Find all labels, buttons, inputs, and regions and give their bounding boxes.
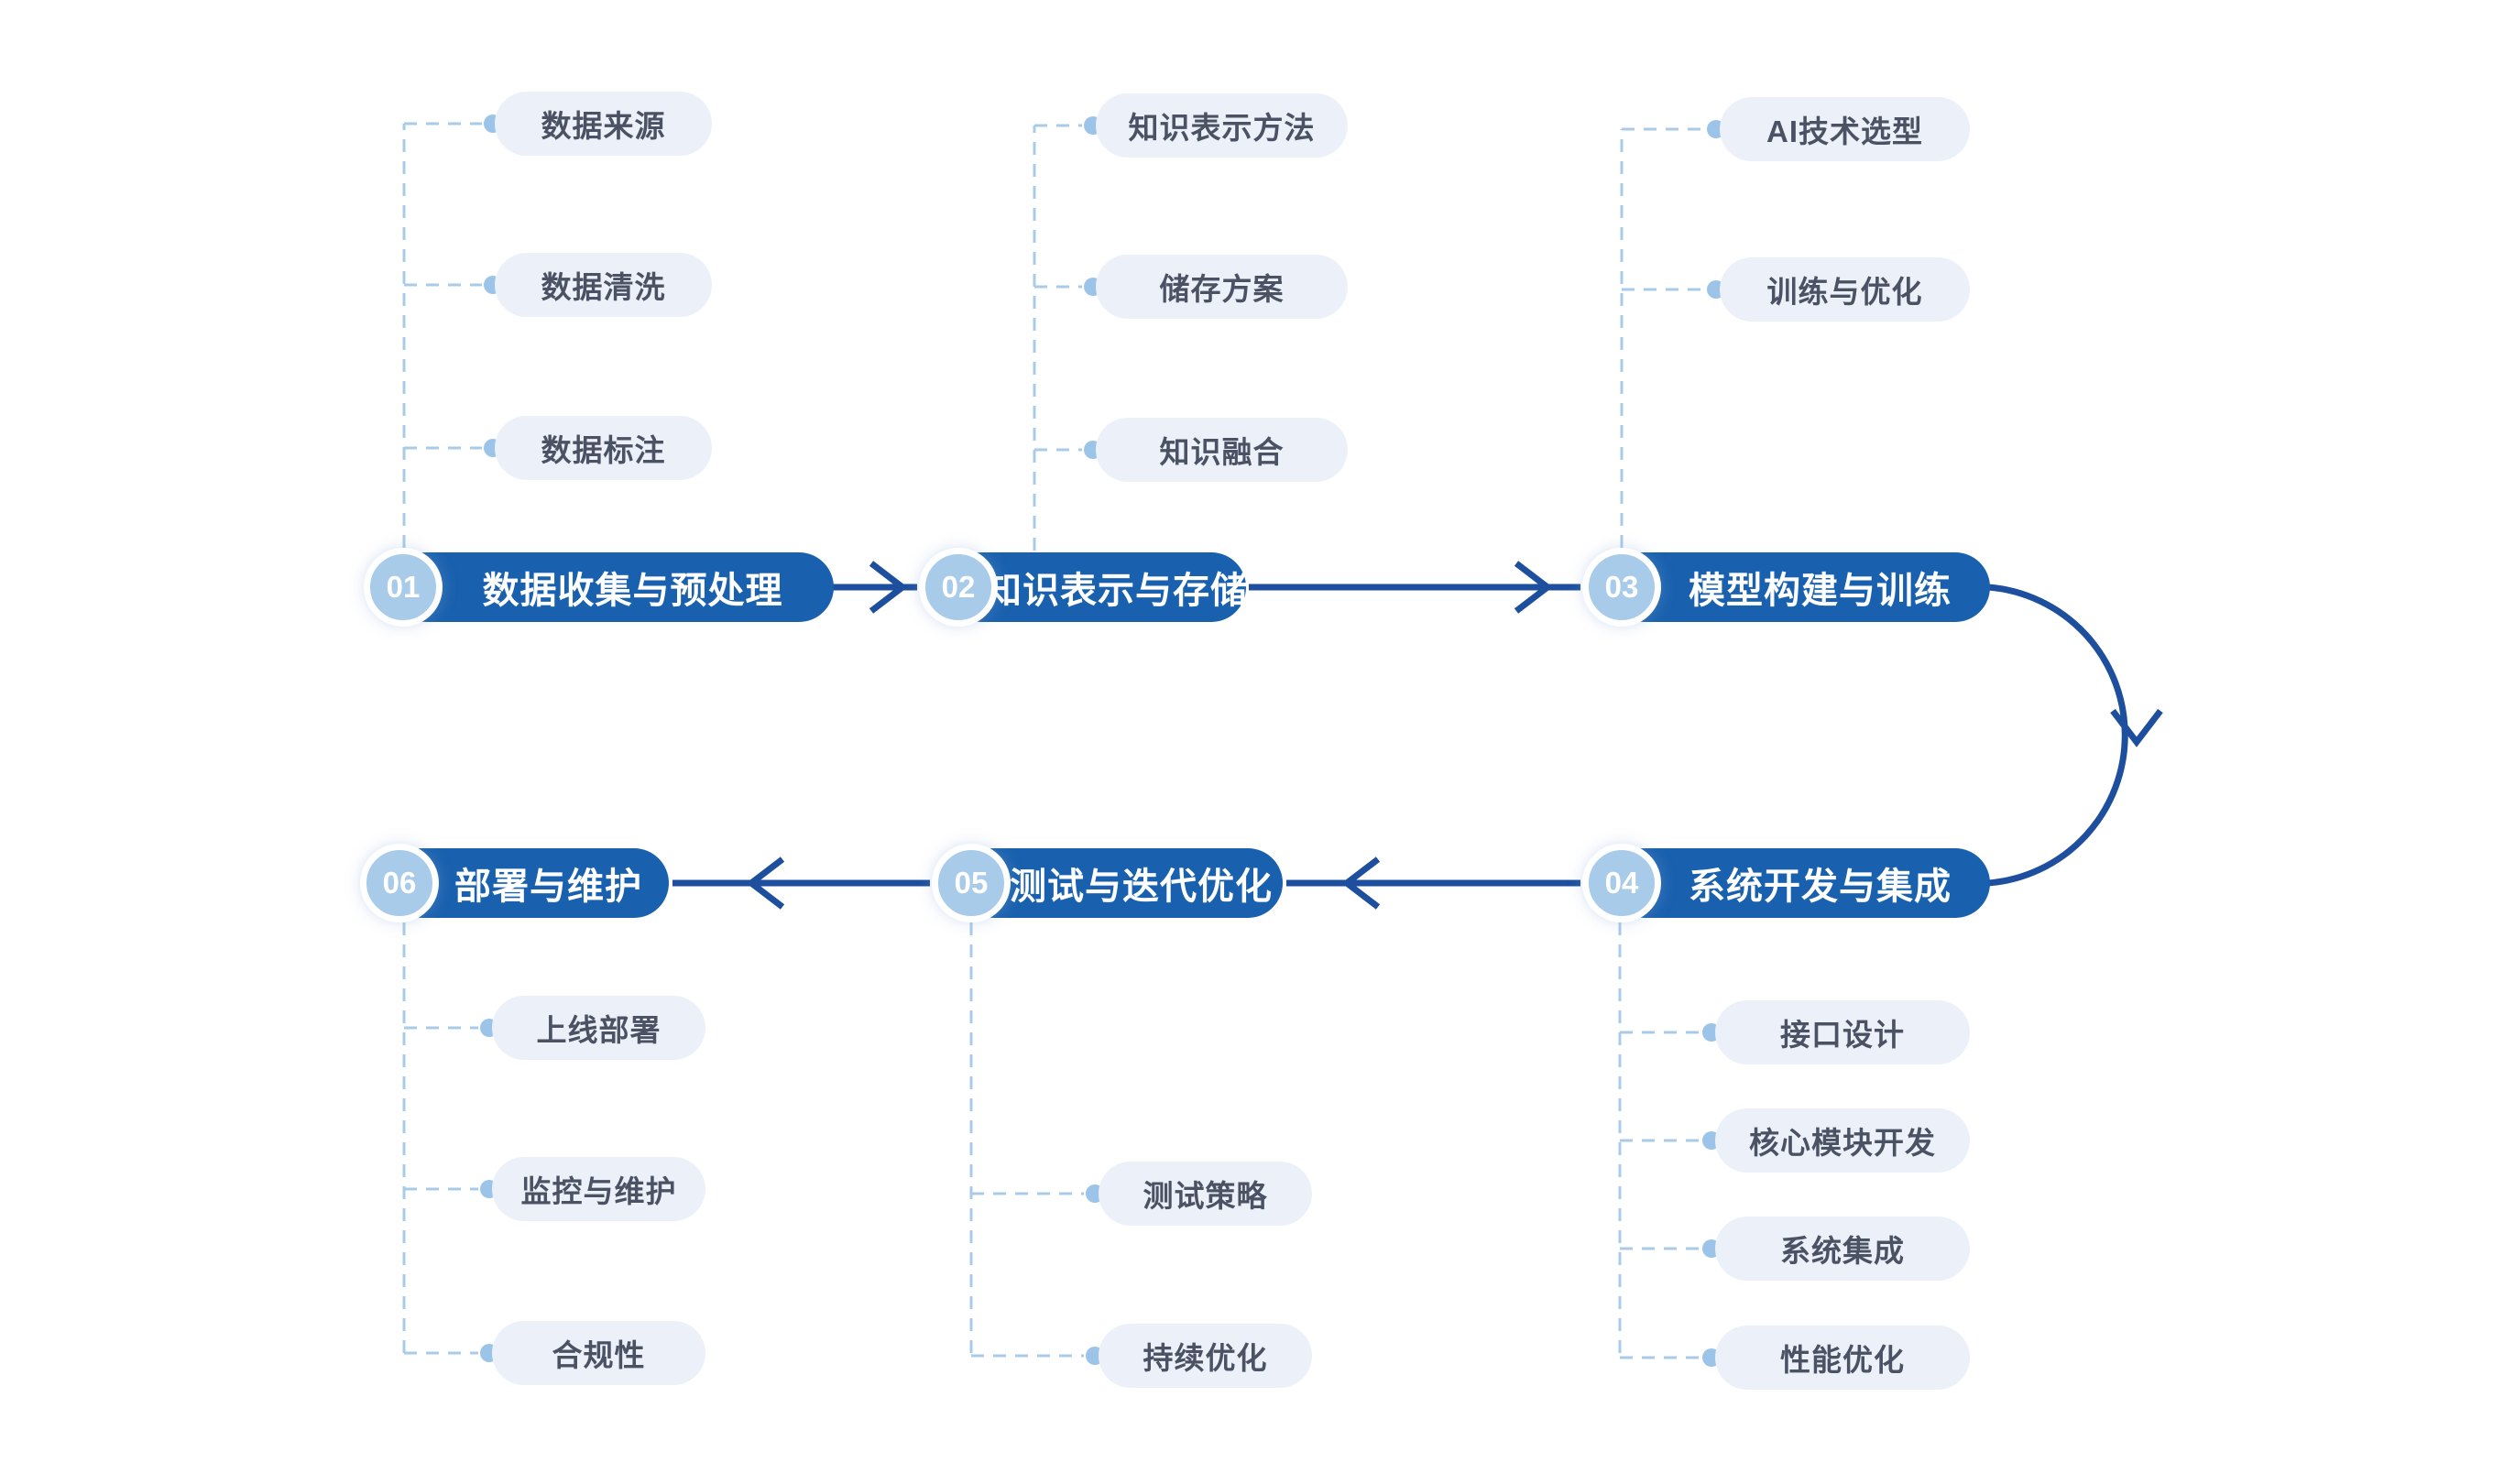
stage-number-badge: 01 (364, 548, 443, 627)
stage-label: 数据收集与预处理 (482, 571, 783, 611)
stage-number-badge: 06 (360, 844, 439, 922)
stage-number: 01 (386, 570, 421, 604)
sub-item-label: 监控与维护 (520, 1174, 677, 1208)
stage-pill: 数据收集与预处理 (391, 552, 834, 622)
sub-item-label: 合规性 (552, 1338, 646, 1372)
stage-label: 系统开发与集成 (1689, 867, 1952, 907)
sub-item-label: 训练与优化 (1766, 275, 1923, 309)
flow-arrow-04-to-05 (1286, 857, 1580, 910)
sub-item-pill: 监控与维护 (492, 1157, 705, 1221)
sub-item-label: 上线部署 (536, 1013, 662, 1047)
sub-item-pill: 接口设计 (1715, 1000, 1970, 1064)
sub-item-label: 测试策略 (1143, 1179, 1268, 1213)
sub-item-pill: 上线部署 (492, 996, 705, 1060)
sub-item-label: 性能优化 (1780, 1343, 1905, 1377)
sub-item-pill: 数据清洗 (495, 253, 712, 317)
sub-item-label: 持续优化 (1143, 1341, 1268, 1375)
sub-item-pill: 训练与优化 (1720, 257, 1970, 322)
sub-item-label: 储存方案 (1159, 272, 1285, 306)
flow-arrow-03-to-04 (1987, 584, 2163, 887)
stage-pill: 系统开发与集成 (1610, 848, 1990, 918)
stage-label: 知识表示与存储 (985, 571, 1248, 611)
sub-item-pill: 核心模块开发 (1715, 1108, 1970, 1173)
arrow-head-icon (2110, 708, 2163, 747)
sub-item-pill: 储存方案 (1096, 255, 1348, 319)
stage-number: 02 (941, 570, 976, 604)
sub-item-pill: 测试策略 (1099, 1162, 1312, 1226)
stage-number: 06 (382, 866, 417, 900)
sub-item-pill: 知识表示方法 (1096, 93, 1348, 158)
sub-item-pill: 数据标注 (495, 416, 712, 480)
stage-pill: 模型构建与训练 (1610, 552, 1990, 622)
sub-item-label: 数据标注 (541, 433, 666, 467)
sub-item-pill: 数据来源 (495, 92, 712, 156)
sub-item-pill: AI技术选型 (1720, 97, 1970, 161)
tree-connector-stage-06 (402, 922, 498, 1362)
sub-item-label: 知识融合 (1159, 435, 1285, 469)
stage-label: 模型构建与训练 (1689, 571, 1952, 611)
stage-number-badge: 03 (1582, 548, 1661, 627)
arrow-head-icon (1341, 857, 1381, 910)
stage-node-02: 知识表示与存储 02 (919, 548, 1247, 627)
stage-number: 04 (1604, 866, 1639, 900)
tree-connector-stage-04 (1618, 922, 1721, 1367)
sub-item-pill: 系统集成 (1715, 1217, 1970, 1281)
arrow-head-icon (869, 561, 908, 614)
arrow-head-icon (746, 857, 785, 910)
stage-node-01: 数据收集与预处理 01 (364, 548, 834, 627)
stage-node-04: 系统开发与集成 04 (1582, 844, 1990, 922)
tree-connector-stage-05 (969, 922, 1104, 1365)
tree-connector-stage-03 (1620, 120, 1725, 548)
stage-node-05: 测试与迭代优化 05 (932, 844, 1283, 922)
arrow-head-icon (1514, 561, 1553, 614)
stage-number: 05 (954, 866, 989, 900)
stage-number-badge: 04 (1582, 844, 1661, 922)
sub-item-pill: 合规性 (492, 1321, 705, 1385)
sub-item-pill: 知识融合 (1096, 418, 1348, 482)
sub-item-label: AI技术选型 (1766, 115, 1923, 148)
sub-item-pill: 性能优化 (1715, 1326, 1970, 1390)
stage-label: 部署与维护 (454, 867, 642, 907)
stage-pill: 测试与迭代优化 (959, 848, 1283, 918)
stage-node-03: 模型构建与训练 03 (1582, 548, 1990, 627)
sub-item-label: 知识表示方法 (1128, 111, 1316, 145)
sub-item-pill: 持续优化 (1099, 1324, 1312, 1388)
tree-connector-stage-02 (1033, 116, 1102, 551)
stage-label: 测试与迭代优化 (1010, 867, 1273, 907)
arrow-arc (1987, 584, 2128, 887)
stage-node-06: 部署与维护 06 (360, 844, 669, 922)
flow-arrow-02-to-03 (1249, 561, 1580, 614)
stage-number-badge: 02 (919, 548, 998, 627)
tree-connector-stage-01 (402, 115, 502, 548)
stage-number-badge: 05 (932, 844, 1011, 922)
sub-item-label: 数据清洗 (541, 270, 666, 304)
sub-item-label: 系统集成 (1780, 1234, 1905, 1268)
flow-arrow-05-to-06 (672, 857, 930, 910)
sub-item-label: 数据来源 (541, 109, 666, 143)
sub-item-label: 接口设计 (1780, 1018, 1905, 1052)
sub-item-label: 核心模块开发 (1749, 1126, 1936, 1160)
stage-number: 03 (1604, 570, 1639, 604)
